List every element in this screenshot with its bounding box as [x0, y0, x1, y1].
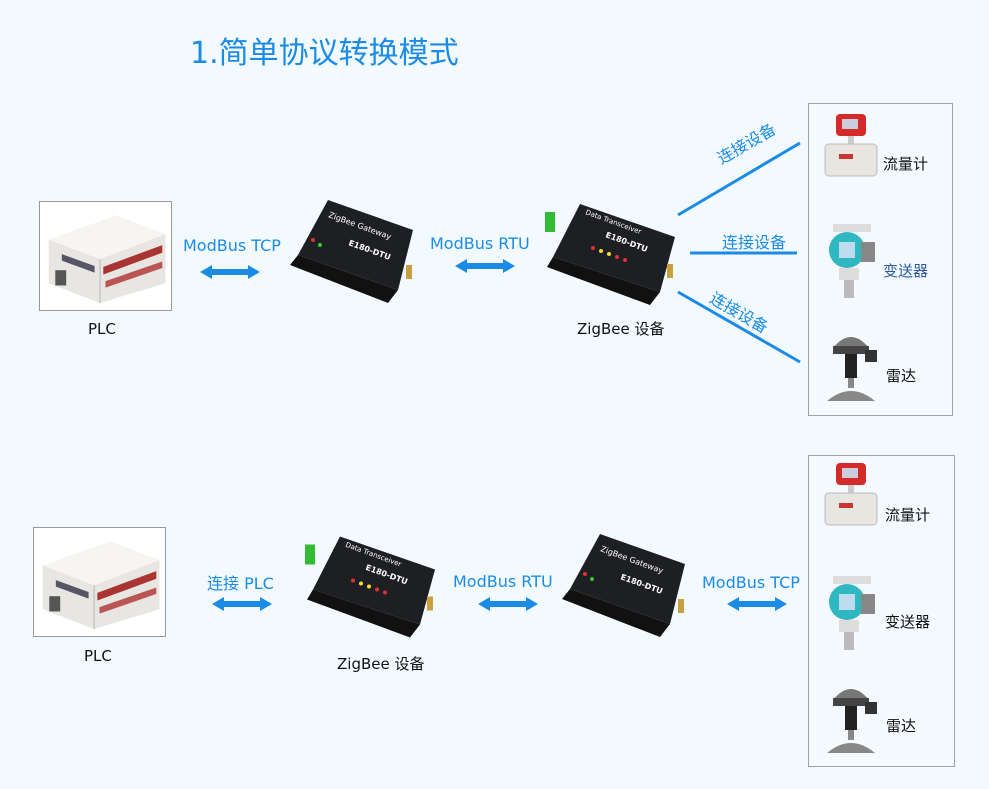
link-label-modbus-rtu: ModBus RTU — [430, 234, 530, 253]
plc-label: PLC — [88, 320, 116, 338]
plc-image — [33, 527, 166, 637]
device-label: 雷达 — [886, 367, 917, 385]
radar-icon — [821, 678, 881, 758]
double-arrow-icon — [212, 597, 272, 611]
double-arrow-icon — [727, 597, 787, 611]
plc-label: PLC — [84, 647, 112, 665]
device-label: 流量计 — [883, 155, 929, 173]
radar-icon — [821, 326, 881, 406]
device-label: 雷达 — [886, 717, 917, 735]
link-label-modbus-rtu: ModBus RTU — [453, 572, 553, 591]
page-title: 1.简单协议转换模式 — [190, 36, 459, 71]
field-devices-panel: 流量计 变送器 雷达 — [808, 103, 953, 416]
device-label: 变送器 — [885, 613, 931, 631]
zigbee-device-label: ZigBee 设备 — [577, 320, 665, 338]
plc-image — [39, 201, 172, 311]
zigbee-gateway-device: ZigBee Gateway E180-DTU — [560, 528, 695, 640]
double-arrow-icon — [200, 265, 260, 279]
link-label-modbus-tcp: ModBus TCP — [183, 236, 281, 255]
double-arrow-icon — [455, 259, 515, 273]
link-label-connect-plc: 连接 PLC — [207, 574, 274, 593]
device-label: 变送器 — [883, 262, 929, 280]
link-label-modbus-tcp: ModBus TCP — [702, 573, 800, 592]
zigbee-transceiver-device: Data Transceiver E180-DTU — [305, 528, 445, 646]
connection-line — [677, 141, 801, 217]
connection-line — [677, 290, 801, 364]
zigbee-device-label: ZigBee 设备 — [337, 655, 425, 673]
flowmeter-icon — [821, 112, 881, 182]
transmitter-icon — [821, 222, 881, 302]
device-label: 流量计 — [885, 506, 931, 524]
field-devices-panel: 流量计 变送器 雷达 — [808, 455, 955, 767]
connect-label: 连接设备 — [722, 233, 787, 252]
zigbee-gateway-device: ZigBee Gateway E180-DTU — [288, 195, 423, 305]
zigbee-transceiver-device: Data Transceiver E180-DTU — [545, 202, 685, 307]
flowmeter-icon — [821, 461, 881, 531]
connection-lines — [677, 141, 801, 364]
transmitter-icon — [821, 574, 881, 654]
double-arrow-icon — [478, 597, 538, 611]
